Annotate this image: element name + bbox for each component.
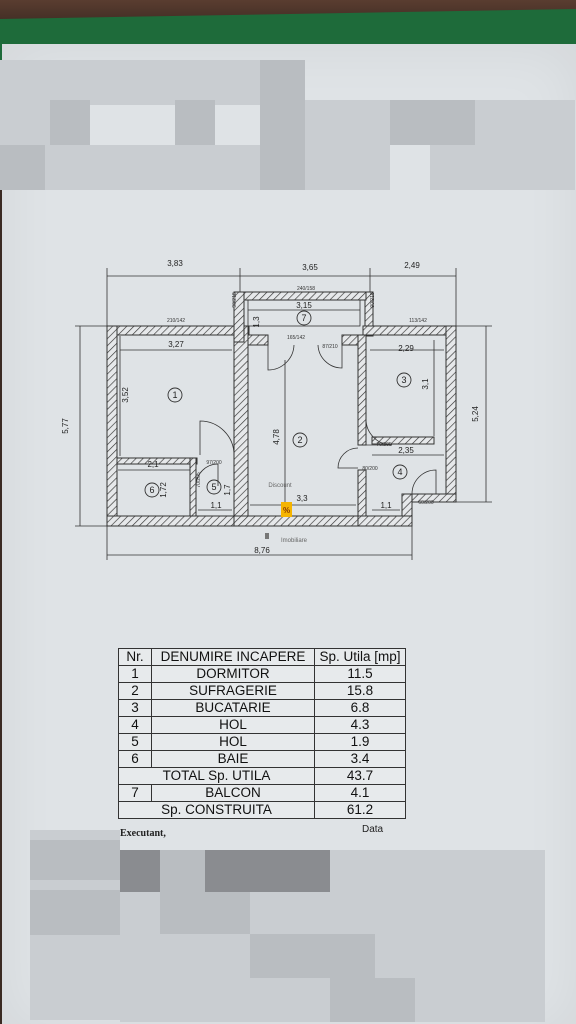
watermark-badge: %	[283, 506, 290, 515]
row-value: 1.9	[314, 733, 406, 751]
dim-hol4-w: 1,1	[380, 501, 392, 510]
row-nr: 3	[118, 699, 152, 717]
dim-right: 5,24	[471, 406, 480, 422]
dim-top-3: 2,49	[404, 261, 420, 270]
row-value: 11.5	[314, 665, 406, 683]
window-label-3: 90/218	[232, 292, 238, 308]
dim-balc-side: 1,3	[252, 316, 261, 328]
dim-buc-w: 2,29	[398, 344, 414, 353]
door-label-6: 80/200	[362, 466, 378, 472]
rooms-table: Nr. DENUMIRE INCAPERE Sp. Utila [mp] 1 D…	[118, 648, 406, 819]
window-label-4: 90/218	[370, 292, 376, 308]
row-value: 6.8	[314, 699, 406, 717]
row-nr: 5	[118, 733, 152, 751]
room-number-5: 5	[211, 482, 216, 492]
window-label-5: 113/142	[409, 318, 427, 324]
window-label-2: 240/158	[297, 286, 315, 292]
watermark-imobiliare: Imobiliare	[281, 538, 308, 544]
row-nr: 7	[118, 784, 152, 802]
construita-label: Sp. CONSTRUITA	[118, 801, 315, 819]
door-label-5: 76/205	[376, 442, 392, 448]
header-name: DENUMIRE INCAPERE	[151, 648, 315, 666]
dim-hol5-h: 1,7	[223, 484, 232, 496]
row-nr: 4	[118, 716, 152, 734]
construita-row: Sp. CONSTRUITA 61.2	[118, 801, 406, 819]
header-nr: Nr.	[118, 648, 152, 666]
door-label-3: 70/205	[196, 472, 202, 488]
dim-baie-h: 1,72	[159, 482, 168, 498]
row-value: 15.8	[314, 682, 406, 700]
row-name: BALCON	[151, 784, 315, 802]
row-name: HOL	[151, 716, 315, 734]
table-row: 6 BAIE 3.4	[118, 750, 406, 768]
row-name: DORMITOR	[151, 665, 315, 683]
door-label-4: 60/200	[418, 500, 434, 506]
door-label-2: 97/200	[206, 460, 222, 466]
floor-plan: 1 2 3 4 5 6 7 3,83 3,65 2,49 8,76 5,77 5…	[61, 259, 492, 560]
dim-hol5-w: 1,1	[210, 501, 222, 510]
row-value: 4.3	[314, 716, 406, 734]
data-label: Data	[362, 824, 384, 835]
room-number-3: 3	[401, 375, 406, 385]
row-name: HOL	[151, 733, 315, 751]
room-number-1: 1	[172, 390, 177, 400]
table-row: 3 BUCATARIE 6.8	[118, 699, 406, 717]
dim-baie-w: 2,1	[147, 460, 159, 469]
dim-suf-w: 3,3	[296, 494, 308, 503]
row-name: SUFRAGERIE	[151, 682, 315, 700]
header-value: Sp. Utila [mp]	[314, 648, 406, 666]
room-number-6: 6	[149, 485, 154, 495]
table-row: 2 SUFRAGERIE 15.8	[118, 682, 406, 700]
total-row: TOTAL Sp. UTILA 43.7	[118, 767, 406, 785]
watermark-discount: Discount	[268, 483, 292, 489]
watermark-logo	[281, 502, 292, 517]
dim-suf-h: 4,78	[272, 429, 281, 445]
dim-buc-h: 3,1	[421, 378, 430, 390]
table-row: 5 HOL 1.9	[118, 733, 406, 751]
total-value: 43.7	[314, 767, 406, 785]
table-row: 1 DORMITOR 11.5	[118, 665, 406, 683]
dim-left: 5,77	[61, 418, 70, 434]
row-value: 4.1	[314, 784, 406, 802]
balcon-row: 7 BALCON 4.1	[118, 784, 406, 802]
row-nr: 2	[118, 682, 152, 700]
room-number-2: 2	[297, 435, 302, 445]
row-value: 3.4	[314, 750, 406, 768]
dim-top-2: 3,65	[302, 263, 318, 272]
dim-dorm-w: 3,27	[168, 340, 184, 349]
table-row: 4 HOL 4.3	[118, 716, 406, 734]
row-name: BUCATARIE	[151, 699, 315, 717]
dim-dorm-h: 3,52	[121, 387, 130, 403]
dim-bottom: 8,76	[254, 546, 270, 555]
construita-value: 61.2	[314, 801, 406, 819]
room-number-4: 4	[397, 467, 402, 477]
door-label-1: 87/210	[322, 344, 338, 350]
window-label-1: 210/142	[167, 318, 185, 324]
executant-label: Executant,	[120, 828, 166, 839]
row-name: BAIE	[151, 750, 315, 768]
row-nr: 1	[118, 665, 152, 683]
room-number-7: 7	[301, 313, 306, 323]
total-label: TOTAL Sp. UTILA	[118, 767, 315, 785]
dim-top-1: 3,83	[167, 259, 183, 268]
dim-hol4-top: 2,35	[398, 446, 414, 455]
table-header-row: Nr. DENUMIRE INCAPERE Sp. Utila [mp]	[118, 648, 406, 666]
window-label-6: 165/142	[287, 335, 305, 341]
row-nr: 6	[118, 750, 152, 768]
dim-balcon-w: 3,15	[296, 301, 312, 310]
